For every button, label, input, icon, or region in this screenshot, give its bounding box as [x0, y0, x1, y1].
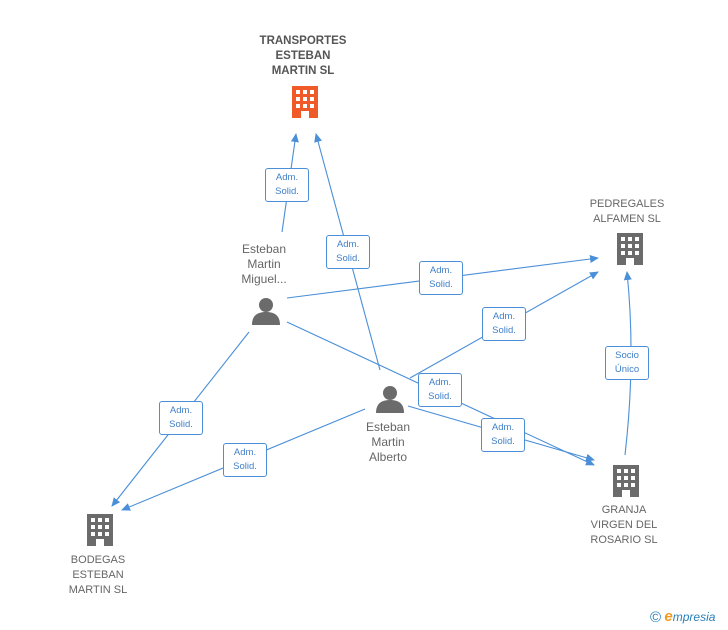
building-icon — [617, 233, 643, 265]
person-icon — [376, 386, 404, 413]
logo-first-letter: e — [664, 608, 673, 625]
person-body — [252, 312, 280, 325]
building-shape — [87, 514, 113, 546]
building-icon — [87, 514, 113, 546]
edge-label-socio-unico: Socio Único — [605, 346, 649, 380]
node-label-alberto[interactable]: Esteban Martin Alberto — [365, 420, 411, 464]
building-icon — [613, 465, 639, 497]
person-head — [383, 386, 397, 400]
building-icon — [292, 86, 318, 118]
person-body — [376, 400, 404, 413]
copyright-symbol: © — [650, 609, 662, 626]
edge-label-adm-solid: Adm. Solid. — [481, 418, 525, 452]
node-label-transportes[interactable]: TRANSPORTES ESTEBAN MARTIN SL — [259, 35, 347, 77]
building-shape — [292, 86, 318, 118]
empresia-logo[interactable]: © empresia — [650, 608, 715, 626]
edge-label-adm-solid: Adm. Solid. — [419, 261, 463, 295]
person-head — [259, 298, 273, 312]
edge-label-adm-solid: Adm. Solid. — [482, 307, 526, 341]
building-shape — [617, 233, 643, 265]
node-label-granja[interactable]: GRANJA VIRGEN DEL ROSARIO SL — [590, 504, 658, 546]
edge-label-adm-solid: Adm. Solid. — [418, 373, 462, 407]
building-shape — [613, 465, 639, 497]
node-label-miguel[interactable]: Esteban Martin Miguel... — [241, 242, 287, 286]
node-label-pedregales[interactable]: PEDREGALES ALFAMEN SL — [589, 198, 665, 225]
edge-label-adm-solid: Adm. Solid. — [265, 168, 309, 202]
node-label-bodegas[interactable]: BODEGAS ESTEBAN MARTIN SL — [68, 554, 128, 596]
edge-label-adm-solid: Adm. Solid. — [223, 443, 267, 477]
edge-label-adm-solid: Adm. Solid. — [326, 235, 370, 269]
edge-label-adm-solid: Adm. Solid. — [159, 401, 203, 435]
person-icon — [252, 298, 280, 325]
logo-rest: mpresia — [672, 610, 716, 624]
